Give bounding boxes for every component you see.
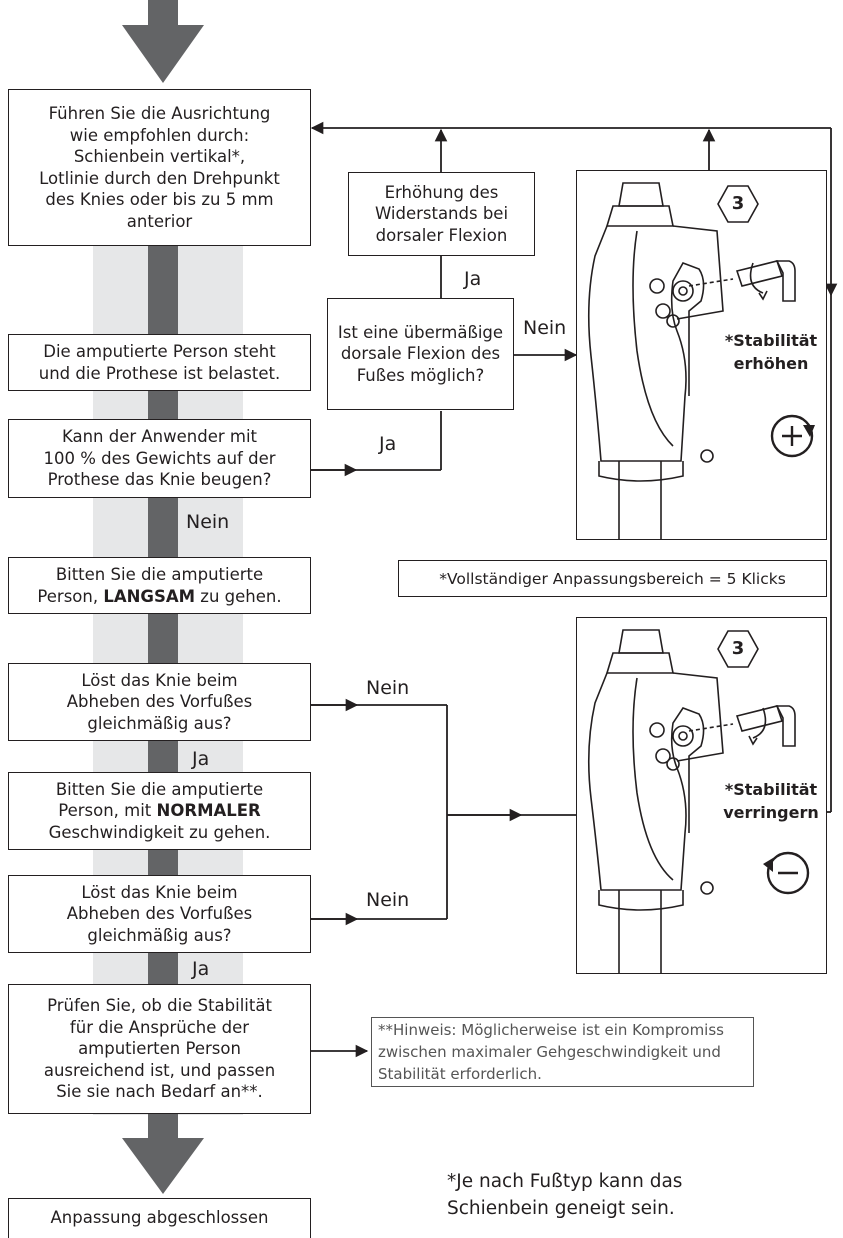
label-ja-release-2: Ja [192,958,210,980]
stab-line: verringern [723,803,819,822]
label-nein-dorsal: Nein [523,317,567,339]
increase-line: Erhöhung des [384,182,499,202]
text-span: Person, [37,586,104,606]
stability-increase-label: *Stabilität erhöhen [715,329,827,375]
footnote-line: Schienbein geneigt sein. [447,1198,675,1219]
bottom-big-arrow [122,1112,204,1194]
knee-illustration [587,182,815,539]
emphasis-slow: LANGSAM [103,586,196,606]
emphasis-normal: NORMALER [156,801,261,821]
adjustment-range-note: *Vollständiger Anpassungsbereich = 5 Kli… [398,560,827,597]
step-release-line: gleichmäßig aus? [87,713,232,733]
stab-line: *Stabilität [724,331,818,350]
step-check-line: Sie sie nach Bedarf an**. [56,1082,263,1102]
step-release-line: Abheben des Vorfußes [66,904,253,924]
step-release-question-1: Löst das Knie beim Abheben des Vorfußes … [8,663,311,741]
step-knee-bend-question: Kann der Anwender mit 100 % des Gewichts… [8,419,311,498]
step-knee-line: Kann der Anwender mit [61,427,258,447]
label-nein-release-2: Nein [366,889,410,911]
label-ja-release-1: Ja [192,748,210,770]
step-alignment-line: des Knies oder bis zu 5 mm [45,190,274,209]
step-stand-line: und die Prothese ist belastet. [38,363,281,383]
label-ja-increase: Ja [464,268,482,290]
step-complete-text: Anpassung abgeschlossen [50,1208,269,1227]
stab-line: erhöhen [733,354,809,373]
step-stand: Die amputierte Person steht und die Prot… [8,334,311,391]
step-knee-line: 100 % des Gewichts auf der [43,448,276,468]
footnote-line: *Je nach Fußtyp kann das [447,1171,683,1192]
step-release-line: Löst das Knie beim [81,882,238,902]
panel-decrease-stability: 3 *Stabilität verringern [576,617,827,974]
label-nein-knee: Nein [186,511,230,533]
step-walk-normal: Bitten Sie die amputierte Person, mit NO… [8,772,311,850]
step-check-line: für die Ansprüche der [69,1017,250,1037]
step-release-question-2: Löst das Knie beim Abheben des Vorfußes … [8,875,311,953]
step-walk-slow-line: Person, LANGSAM zu gehen. [37,586,281,608]
step-release-line: Löst das Knie beim [81,670,238,690]
knee-illustration [587,629,810,973]
step-check-line: Prüfen Sie, ob die Stabilität [47,996,272,1016]
step-check-line: amputierten Person [78,1039,241,1059]
increase-line: Widerstands bei [374,204,509,224]
step-alignment: Führen Sie die Ausrichtung wie empfohlen… [8,89,311,246]
increase-line: dorsaler Flexion [375,225,508,245]
step-walk-normal-line: Person, mit NORMALER [49,800,271,822]
stability-decrease-label: *Stabilität verringern [715,778,827,824]
box-increase-resistance: Erhöhung des Widerstands bei dorsaler Fl… [348,172,535,256]
step-walk-normal-line: Geschwindigkeit zu gehen. [48,822,271,842]
hint-note: **Hinweis: Möglicherweise ist ein Kompro… [371,1017,754,1087]
panel-increase-stability: 3 *Stabilität erhöhen [576,170,827,540]
stab-line: *Stabilität [724,780,818,799]
dorsal-line: Ist eine übermäßige [337,322,504,342]
label-ja-knee: Ja [379,433,397,455]
step-release-line: Abheben des Vorfußes [66,692,253,712]
text-span: zu gehen. [195,586,282,606]
dorsal-line: Fußes möglich? [356,365,485,385]
dorsal-line: dorsale Flexion des [340,344,501,364]
step-check-line: ausreichend ist, und passen [43,1060,276,1080]
label-nein-release-1: Nein [366,677,410,699]
text-span: Person, mit [58,801,157,821]
step-walk-slow-line: Bitten Sie die amputierte [55,565,264,584]
step-complete: Anpassung abgeschlossen [8,1198,311,1238]
step-walk-normal-line: Bitten Sie die amputierte [55,779,264,799]
step-release-line: gleichmäßig aus? [87,925,232,945]
step-alignment-line: anterior [126,211,193,231]
footnote: *Je nach Fußtyp kann das Schienbein gene… [447,1168,827,1222]
box-dorsal-question: Ist eine übermäßige dorsale Flexion des … [327,298,514,410]
step-alignment-line: wie empfohlen durch: [69,125,250,145]
hex-size-label: 3 [731,193,745,214]
step-alignment-line: Führen Sie die Ausrichtung [48,104,271,123]
step-stand-line: Die amputierte Person steht [43,342,276,361]
step-knee-line: Prothese das Knie beugen? [47,470,272,490]
hex-size-label: 3 [731,638,745,659]
step-alignment-line: Schienbein vertikal*, [73,147,246,166]
step-walk-slow: Bitten Sie die amputierte Person, LANGSA… [8,557,311,614]
step-check-stability: Prüfen Sie, ob die Stabilität für die An… [8,984,311,1114]
step-alignment-line: Lotlinie durch den Drehpunkt [39,168,280,188]
top-big-arrow [122,0,204,83]
